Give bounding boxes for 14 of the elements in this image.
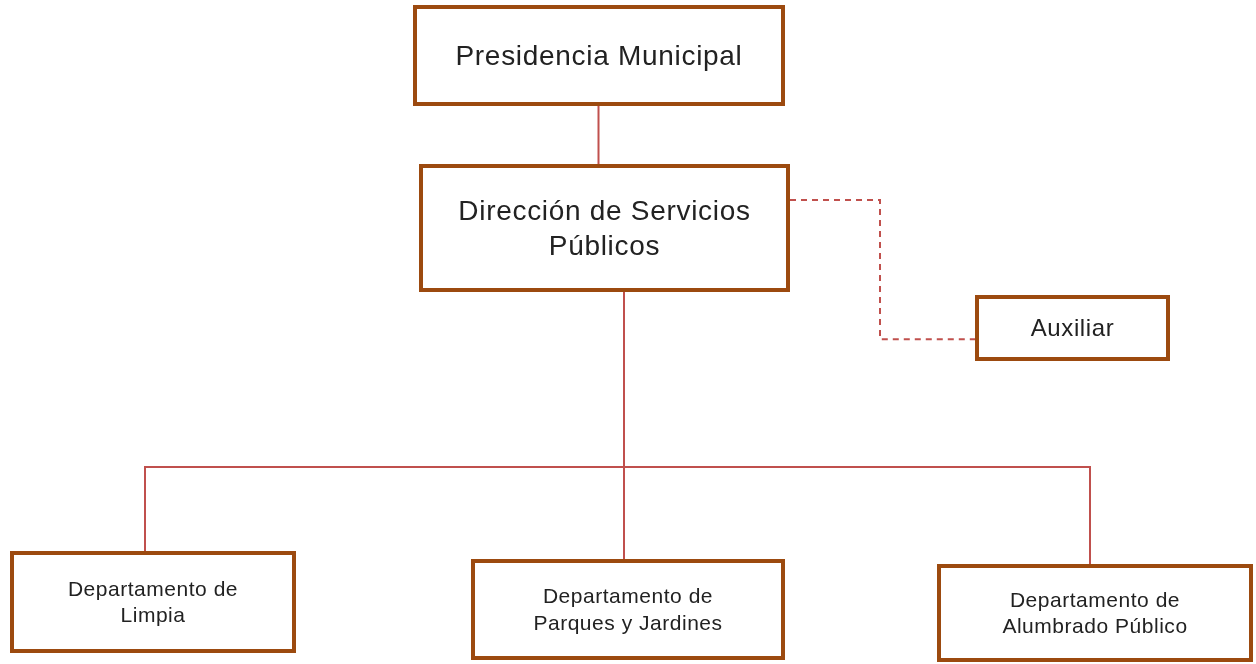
box-label: Presidencia Municipal (455, 39, 743, 73)
box-label: Departamento de Limpia (66, 575, 240, 628)
org-box (937, 564, 1253, 662)
org-box (419, 164, 790, 292)
box-label: Auxiliar (1030, 313, 1115, 343)
org-box (471, 559, 785, 660)
connector-line (789, 199, 976, 341)
box-label: Dirección de Servicios Públicos (457, 194, 752, 263)
connector-line (597, 105, 600, 165)
org-box (413, 5, 785, 106)
box-label: Departamento de Parques y Jardines (532, 583, 724, 636)
box-label: Departamento de Alumbrado Público (1001, 586, 1189, 639)
org-box (10, 551, 296, 653)
org-box (975, 295, 1170, 361)
